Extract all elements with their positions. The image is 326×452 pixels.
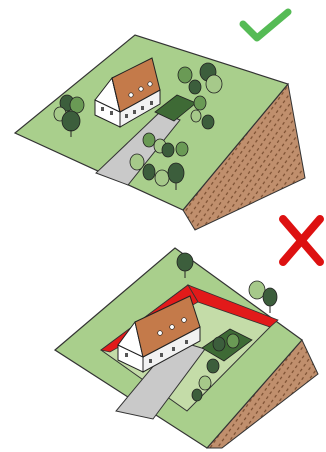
panel-incorrect [55,219,320,448]
check-mark-icon [243,12,288,38]
cross-mark-icon [283,219,320,262]
panel-correct [15,12,305,230]
